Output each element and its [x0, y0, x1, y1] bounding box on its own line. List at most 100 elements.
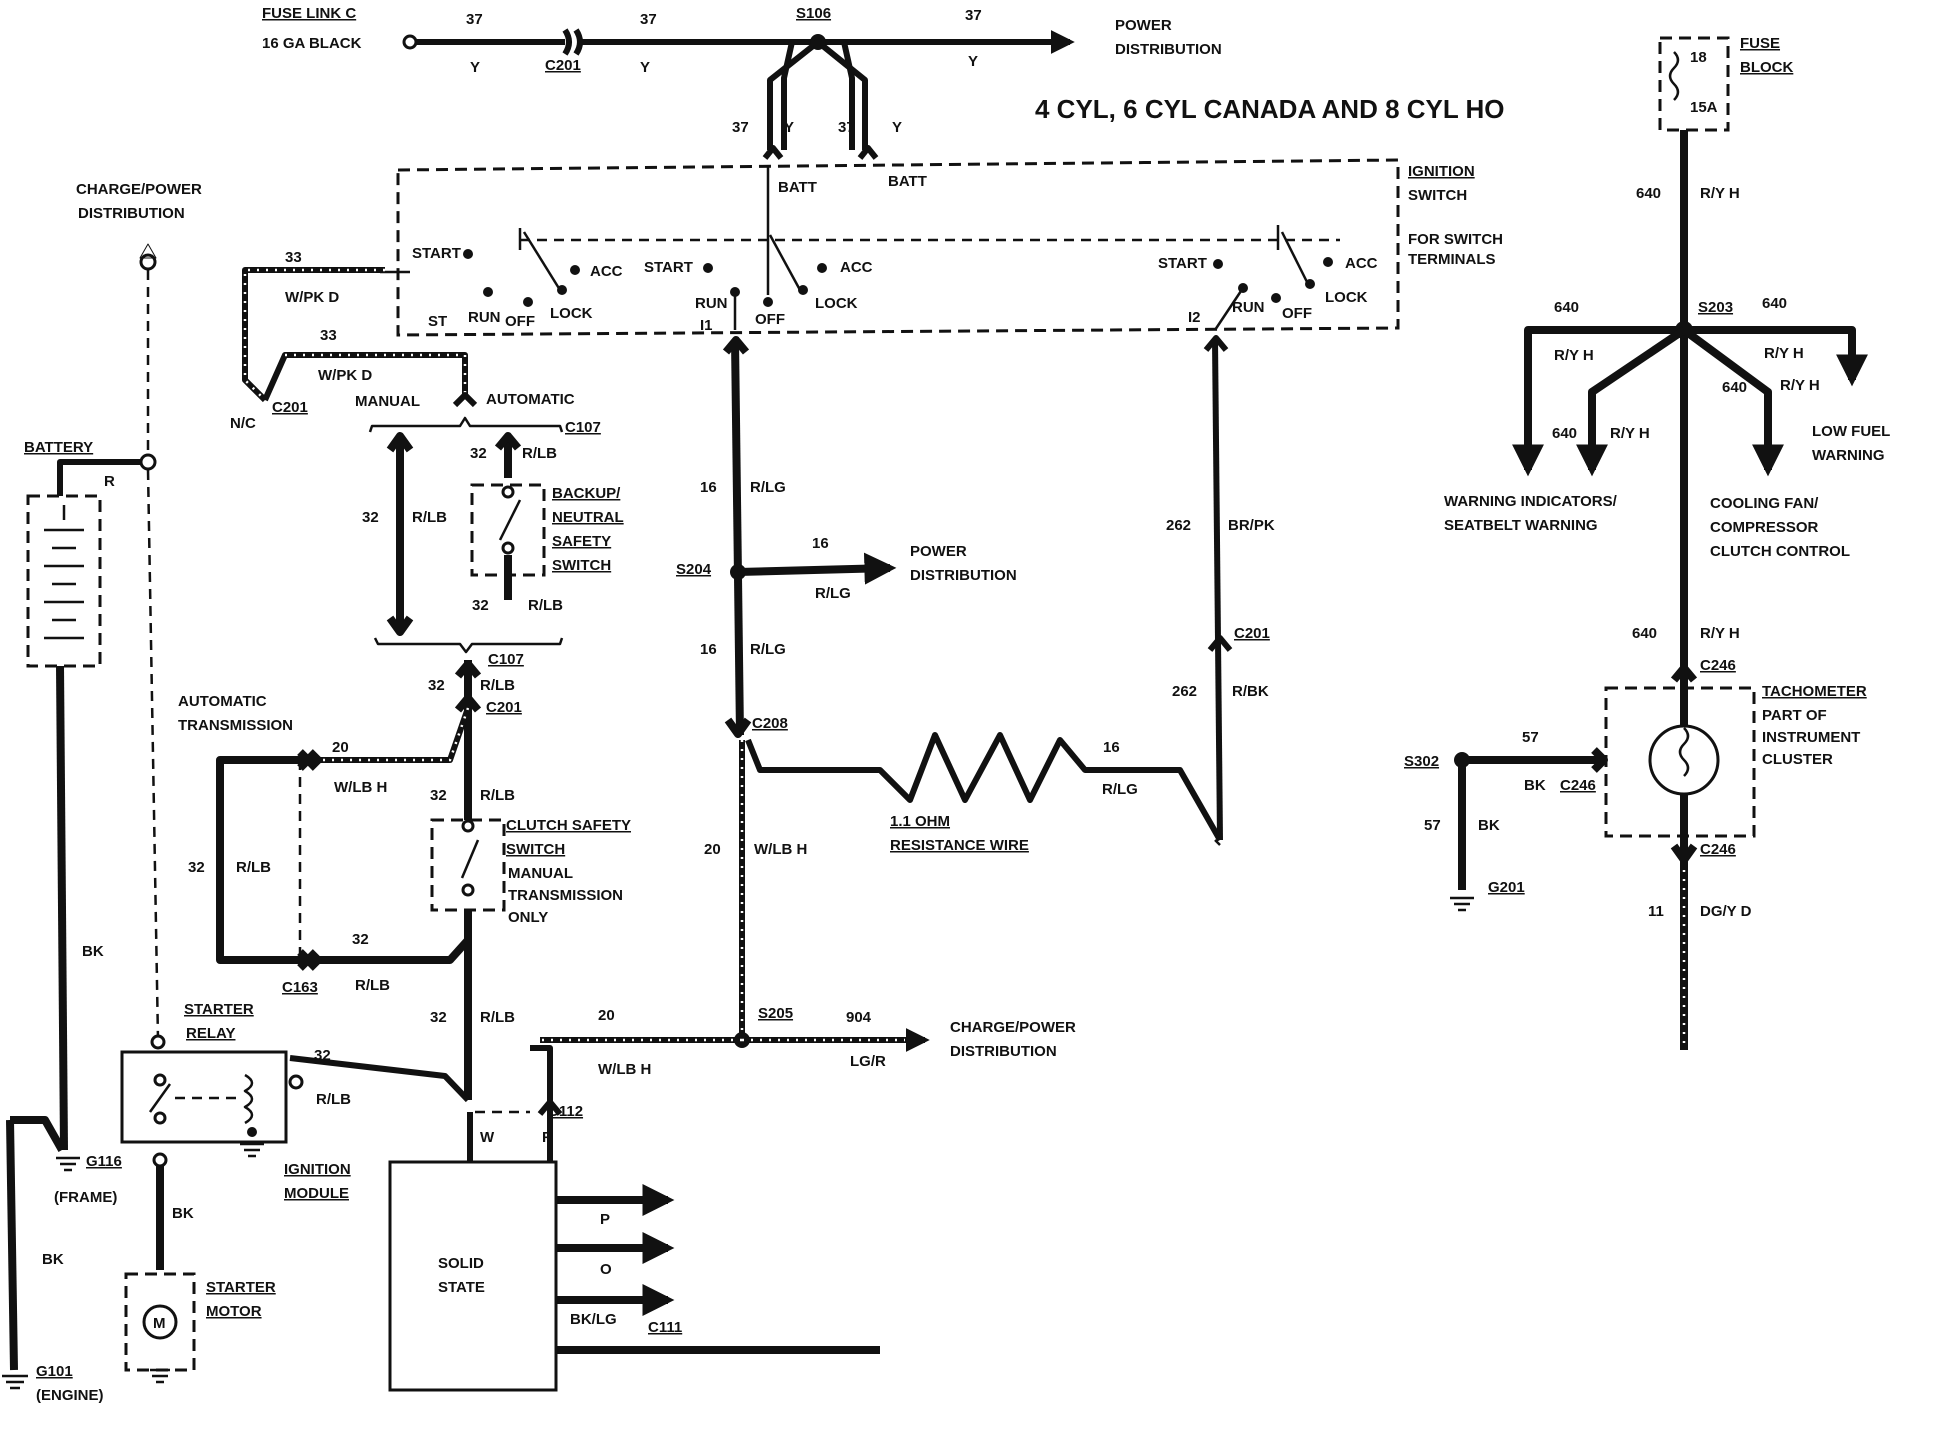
- r-s302: S302: [1404, 753, 1439, 770]
- ign-title-1: IGNITION: [1408, 163, 1475, 180]
- ign-acc-2: ACC: [840, 259, 873, 276]
- fuse-num: 18: [1690, 49, 1707, 66]
- trans-32-b: 32: [430, 787, 447, 804]
- battery-bk: BK: [82, 943, 104, 960]
- trans-rlb-e: R/LB: [480, 1009, 515, 1026]
- g116-frame: (FRAME): [54, 1189, 117, 1206]
- clutch-n2: TRANSMISSION: [508, 887, 623, 904]
- circuit-33-wires: [242, 267, 478, 408]
- center-c201: C201: [1234, 625, 1270, 642]
- ign-run-2: RUN: [695, 295, 728, 312]
- clutch-n3: ONLY: [508, 909, 548, 926]
- g101-label: G101: [36, 1363, 73, 1380]
- fuse-amp: 15A: [1690, 99, 1718, 116]
- ign-note-2: TERMINALS: [1408, 251, 1496, 268]
- module-o: O: [600, 1261, 612, 1278]
- auto-trans-1: AUTOMATIC: [178, 693, 267, 710]
- ign-start-2: START: [644, 259, 693, 276]
- center-262-a: 262: [1166, 517, 1191, 534]
- manual-auto-bracket: [368, 416, 564, 654]
- r-640-c: 640: [1762, 295, 1787, 312]
- ign-acc-3: ACC: [1345, 255, 1378, 272]
- top-c201: C201: [545, 57, 581, 74]
- tach-2: PART OF: [1762, 707, 1827, 724]
- ign-i2: I2: [1188, 309, 1201, 326]
- relay-bk: BK: [172, 1205, 194, 1222]
- clutch-n1: MANUAL: [508, 865, 573, 882]
- module-c112: C112: [548, 1103, 583, 1120]
- r-640-a: 640: [1636, 185, 1661, 202]
- left-charge-1: CHARGE/POWER: [76, 181, 202, 198]
- r-640-b: 640: [1554, 299, 1579, 316]
- c33-circuit-b: 33: [320, 327, 337, 344]
- ign-note-1: FOR SWITCH: [1408, 231, 1503, 248]
- r-ryh-c: R/Y H: [1764, 345, 1804, 362]
- top-power-dist-1: POWER: [1115, 17, 1172, 34]
- ign-module-l2: MODULE: [284, 1185, 349, 1202]
- trans-rlb-c: R/LB: [236, 859, 271, 876]
- g101-bk: BK: [42, 1251, 64, 1268]
- manual-label: MANUAL: [355, 393, 420, 410]
- bk-rlb-bot: R/LB: [528, 597, 563, 614]
- r-dgyd: DG/Y D: [1700, 903, 1752, 920]
- batt-label-a: BATT: [778, 179, 817, 196]
- warn-2: SEATBELT WARNING: [1444, 517, 1598, 534]
- nc-label: N/C: [230, 415, 256, 432]
- ign-run-1: RUN: [468, 309, 501, 326]
- trans-wlbh: W/LB H: [334, 779, 387, 796]
- bk-rlb-top: R/LB: [522, 445, 557, 462]
- r-ryh-b: R/Y H: [1554, 347, 1594, 364]
- ground-g101: [2, 1119, 28, 1390]
- top-s106: S106: [796, 5, 831, 22]
- tachometer: [1450, 686, 1756, 1050]
- r-640-f: 640: [1632, 625, 1657, 642]
- warn-1: WARNING INDICATORS/: [1444, 493, 1618, 510]
- center-brpk: BR/PK: [1228, 517, 1275, 534]
- r-g201: G201: [1488, 879, 1525, 896]
- low-fuel-2: WARNING: [1812, 447, 1885, 464]
- trans-32-e: 32: [430, 1009, 447, 1026]
- top-power-dist-2: DISTRIBUTION: [1115, 41, 1222, 58]
- r-ryh-e: R/Y H: [1610, 425, 1650, 442]
- backup-l2: NEUTRAL: [552, 509, 624, 526]
- top-circuit-37-c: 37: [965, 7, 982, 24]
- center-power-2: DISTRIBUTION: [910, 567, 1017, 584]
- cool-2: COMPRESSOR: [1710, 519, 1819, 536]
- fuse-link-label: FUSE LINK C: [262, 5, 356, 22]
- ign-i1: I1: [700, 317, 713, 334]
- solid-state-module: [388, 1045, 880, 1392]
- low-fuel-1: LOW FUEL: [1812, 423, 1890, 440]
- relay-rlb: R/LB: [316, 1091, 351, 1108]
- batt-37-a: 37: [732, 119, 749, 136]
- auto-trans-2: TRANSMISSION: [178, 717, 293, 734]
- center-262-b: 262: [1172, 683, 1197, 700]
- ign-acc-1: ACC: [590, 263, 623, 280]
- motor-l2: MOTOR: [206, 1303, 262, 1320]
- module-w: W: [480, 1129, 495, 1146]
- resistance-1: 1.1 OHM: [890, 813, 950, 830]
- r-c246-b: C246: [1560, 777, 1596, 794]
- ign-st: ST: [428, 313, 447, 330]
- cool-3: CLUTCH CONTROL: [1710, 543, 1850, 560]
- trans-rlb-b: R/LB: [480, 787, 515, 804]
- batt-37-b: 37: [838, 119, 855, 136]
- r-bk-a: BK: [1524, 777, 1546, 794]
- module-c111: C111: [648, 1319, 682, 1336]
- trans-20: 20: [332, 739, 349, 756]
- cool-1: COOLING FAN/: [1710, 495, 1819, 512]
- r-ryh-f: R/Y H: [1700, 625, 1740, 642]
- ign-off-1: OFF: [505, 313, 535, 330]
- batt-y-a: Y: [784, 119, 794, 136]
- trans-c201: C201: [486, 699, 522, 716]
- ign-lock-3: LOCK: [1325, 289, 1368, 306]
- trans-c163: C163: [282, 979, 318, 996]
- g116-label: G116: [86, 1153, 122, 1170]
- fuse-link-feed: [402, 28, 1075, 160]
- center-lgr: LG/R: [850, 1053, 886, 1070]
- r-c246-a: C246: [1700, 657, 1736, 674]
- ign-off-3: OFF: [1282, 305, 1312, 322]
- ign-start-3: START: [1158, 255, 1207, 272]
- top-color-y-c: Y: [968, 53, 978, 70]
- center-charge-2: DISTRIBUTION: [950, 1043, 1057, 1060]
